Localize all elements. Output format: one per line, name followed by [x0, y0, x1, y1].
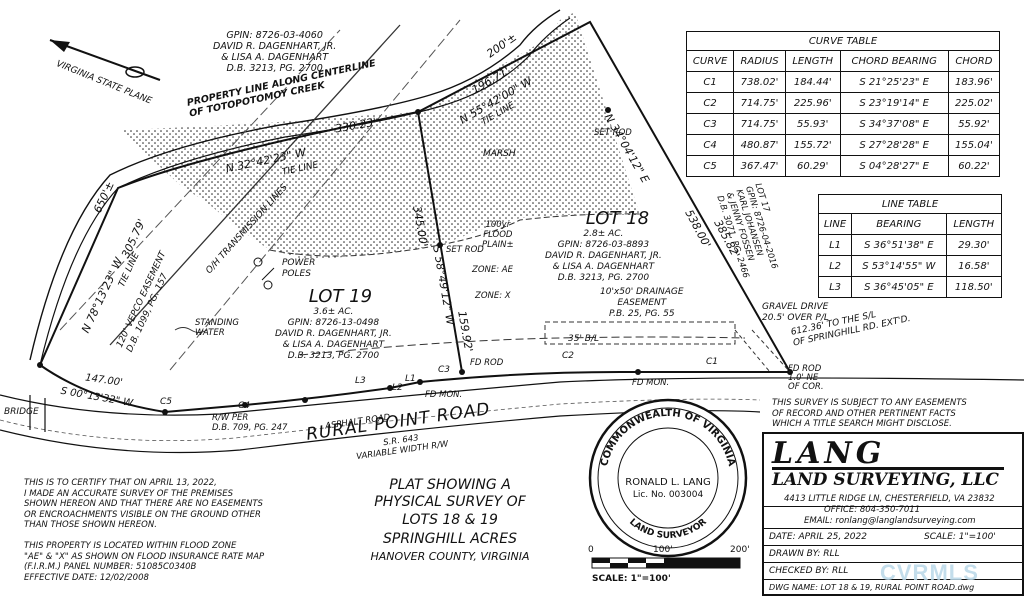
curve-label-c3: C3: [438, 365, 451, 375]
surveyor-title-block: LANG LAND SURVEYING, LLC 4413 LITTLE RID…: [762, 432, 1024, 596]
drainage-label: 10'x50' DRAINAGE EASEMENT P.B. 25, PG. 5…: [600, 287, 684, 319]
line-label-l1: L1: [405, 374, 416, 384]
title-block: PLAT SHOWING A PHYSICAL SURVEY OF LOTS 1…: [370, 477, 530, 563]
power-poles-label: POWER POLES: [282, 258, 316, 279]
owner-north: GPIN: 8726-03-4060 DAVID R. DAGENHART, J…: [213, 30, 337, 74]
line-label-l2: L2: [392, 383, 403, 393]
dwg-name: DWG NAME: LOT 18 & 19, RURAL POINT ROAD.…: [769, 583, 975, 592]
curve-label-c1: C1: [706, 357, 719, 367]
certification-note: THIS IS TO CERTIFY THAT ON APRIL 13, 202…: [24, 478, 263, 530]
north-arrow: [49, 39, 161, 81]
creek: [29, 9, 561, 361]
lot-18-block: LOT 18 2.8± AC. GPIN: 8726-03-8893 DAVID…: [545, 208, 662, 283]
zone-x: ZONE: X: [475, 291, 511, 301]
property-boundary: [39, 20, 791, 373]
fd-mon-west: FD MON.: [425, 390, 463, 400]
lot-19-block: LOT 19 3.6± AC. GPIN: 8726-13-0498 DAVID…: [275, 286, 392, 361]
set-rod-east: SET ROD: [594, 128, 632, 138]
checked-by: CHECKED BY: RLL: [769, 566, 849, 576]
plat-scale: SCALE: 1"=100': [924, 532, 996, 542]
scale-bar-label: SCALE: 1"=100': [592, 574, 671, 584]
flood-zone-note: THIS PROPERTY IS LOCATED WITHIN FLOOD ZO…: [24, 541, 265, 583]
logo-rule: [772, 467, 1004, 470]
zone-ae: ZONE: AE: [472, 265, 513, 275]
flood-plain-label: 100yr FLOOD PLAIN±: [482, 220, 514, 250]
company-email: EMAIL: ronlang@langlandsurveying.com: [804, 516, 976, 526]
curve-label-c5: C5: [160, 397, 173, 407]
curve-label-c2: C2: [562, 351, 575, 361]
easement-note: THIS SURVEY IS SUBJECT TO ANY EASEMENTS …: [772, 398, 967, 429]
marsh-label: MARSH: [483, 149, 516, 159]
seal-center: RONALD L. LANG Lic. No. 003004: [625, 477, 711, 500]
curve-label-c4: C4: [238, 401, 251, 411]
marsh-hatch: [120, 12, 640, 258]
building-line: [299, 336, 746, 356]
scale-tick-100: 100': [653, 545, 673, 555]
scale-tick-0: 0: [588, 545, 594, 555]
rw-per-label: R/W PER D.B. 709, PG. 247: [212, 413, 288, 433]
scale-tick-200: 200': [730, 545, 750, 555]
gravel-drive-label: GRAVEL DRIVE 20.5' OVER P/L: [762, 302, 829, 323]
curve-table-header: CURVE RADIUS LENGTH CHORD BEARING CHORD: [685, 50, 1001, 72]
line-table-title: LINE TABLE: [818, 194, 1002, 214]
drawn-by: DRAWN BY: RLL: [769, 549, 840, 559]
set-rod-west: SET ROD: [446, 245, 484, 255]
drainage-easement: [544, 321, 736, 345]
line-table-header: LINE BEARING LENGTH: [817, 213, 1003, 235]
road-edge-north: [0, 377, 1024, 416]
building-line-label: 35' B/L: [568, 334, 600, 344]
company-office: OFFICE: 804-350-7011: [824, 505, 921, 515]
fd-mon-center: FD MON.: [632, 378, 670, 388]
company-address: 4413 LITTLE RIDGE LN, CHESTERFIELD, VA 2…: [784, 494, 995, 504]
dwg-row: DWG NAME: LOT 18 & 19, RURAL POINT ROAD.…: [764, 579, 1022, 595]
easement-line-east: [169, 19, 461, 371]
easement-line-west: [59, 29, 341, 331]
company-logo: LANG: [772, 436, 886, 471]
plat-date: DATE: APRIL 25, 2022: [769, 532, 867, 542]
curve-table-title: CURVE TABLE: [686, 31, 1000, 51]
standing-water-label: STANDING WATER: [195, 318, 239, 338]
fd-rod-lotline: FD ROD: [470, 358, 504, 368]
company-name: LAND SURVEYING, LLC: [772, 470, 999, 490]
surveyor-header: LANG LAND SURVEYING, LLC: [764, 434, 1022, 507]
curve-table: CURVE TABLE CURVE RADIUS LENGTH CHORD BE…: [685, 31, 1001, 177]
fd-rod-corner: FD ROD 1.0' NE OF COR.: [788, 364, 824, 392]
date-row: DATE: APRIL 25, 2022 SCALE: 1"=100': [764, 528, 1022, 546]
drawn-row: DRAWN BY: RLL: [764, 545, 1022, 563]
seal-outer: [588, 398, 748, 558]
line-label-l3: L3: [355, 376, 366, 386]
bridge-label: BRIDGE: [4, 407, 39, 417]
checked-row: CHECKED BY: RLL: [764, 562, 1022, 580]
scale-bar: [591, 557, 741, 569]
watermark: CVRMLS: [880, 560, 979, 585]
